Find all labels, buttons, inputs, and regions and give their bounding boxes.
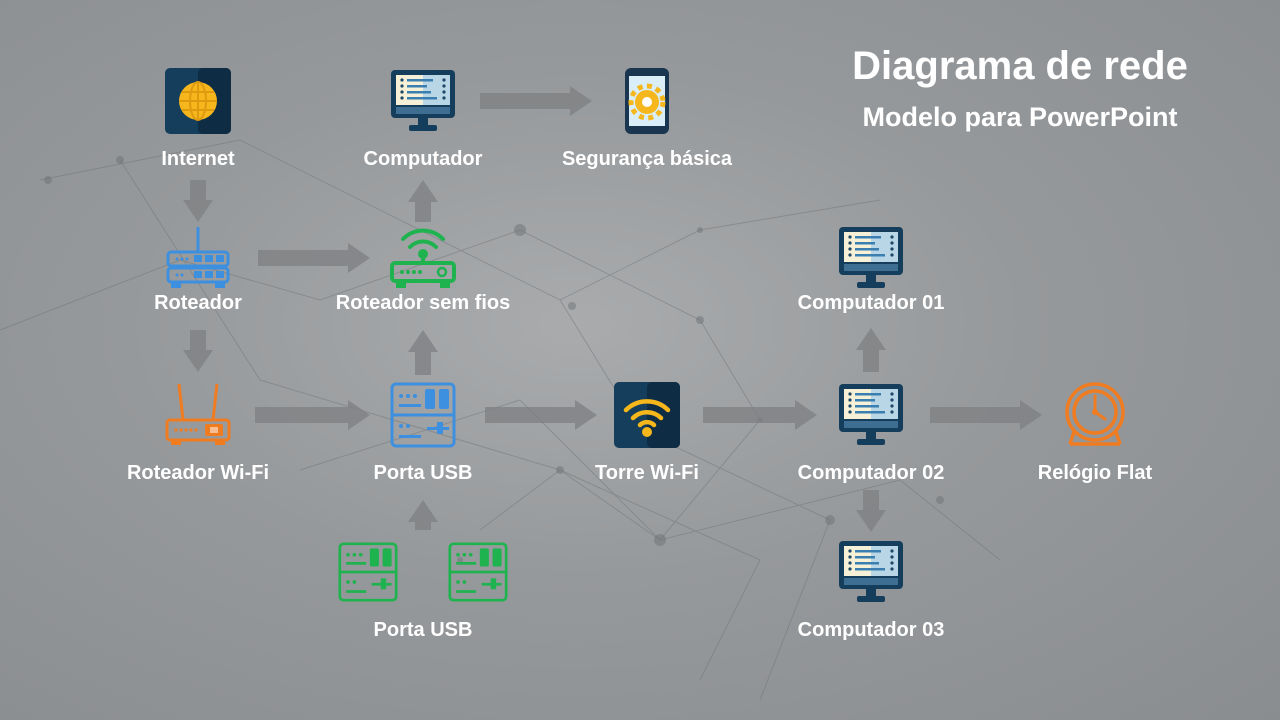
node-seguranca: Segurança básica (537, 68, 757, 170)
clock-icon (985, 382, 1205, 448)
node-label: Porta USB (373, 462, 473, 484)
node-porta-usb: Porta USB (313, 382, 533, 484)
node-label: Segurança básica (561, 148, 733, 170)
monitor-icon (313, 68, 533, 134)
node-roteador-sem-fios: Roteador sem fios (313, 225, 533, 314)
arrow-roteador-to-roteador-sem-fios (258, 243, 370, 273)
node-label: Roteador (154, 292, 242, 314)
arrow-computador-02-to-computador-01 (856, 328, 886, 372)
monitor-icon (761, 225, 981, 291)
node-label: Computador 03 (797, 619, 945, 641)
node-label: Computador 02 (797, 462, 945, 484)
monitor-icon (761, 382, 981, 448)
node-relogio-flat: Relógio Flat (985, 382, 1205, 484)
page-title: Diagrama de rede (852, 44, 1188, 88)
wifi-router-icon (88, 382, 308, 448)
wifi-tower-icon (537, 382, 757, 448)
phone-gear-icon (537, 68, 757, 134)
double-usb-port-icon (313, 539, 533, 605)
node-roteador-wifi: Roteador Wi-Fi (88, 382, 308, 484)
page-subtitle: Modelo para PowerPoint (862, 102, 1178, 132)
node-computador-01: Computador 01 (761, 225, 981, 314)
arrow-computador-02-to-computador-03 (856, 490, 886, 532)
arrow-roteador-sem-fios-to-computador (408, 180, 438, 222)
arrow-internet-to-roteador (183, 180, 213, 222)
node-label: Torre Wi-Fi (595, 462, 699, 484)
usb-port-icon (313, 382, 533, 448)
node-label: Roteador sem fios (335, 292, 511, 314)
router-icon (88, 225, 308, 291)
node-label: Internet (161, 148, 235, 170)
node-label: Roteador Wi-Fi (126, 462, 270, 484)
arrow-roteador-to-roteador-wifi (183, 330, 213, 372)
arrow-roteador-wifi-to-porta-usb (255, 400, 370, 430)
globe-icon (88, 68, 308, 134)
arrow-porta-usb-to-roteador-sem-fios (408, 330, 438, 375)
arrow-torre-wifi-to-computador-02 (703, 400, 817, 430)
node-label: Relógio Flat (1037, 462, 1153, 484)
node-label: Computador (363, 148, 483, 170)
node-label: Computador 01 (797, 292, 945, 314)
node-computador-02: Computador 02 (761, 382, 981, 484)
node-computador: Computador (313, 68, 533, 170)
node-torre-wifi: Torre Wi-Fi (537, 382, 757, 484)
node-roteador: Roteador (88, 225, 308, 314)
wireless-router-icon (313, 225, 533, 291)
arrow-computador-to-seguranca (480, 86, 592, 116)
arrow-computador-02-to-relogio (930, 400, 1042, 430)
arrow-porta-usb-to-torre-wifi (485, 400, 597, 430)
arrow-porta-usb-2-to-porta-usb (408, 500, 438, 530)
node-label: Porta USB (373, 619, 473, 641)
node-internet: Internet (88, 68, 308, 170)
node-computador-03: Computador 03 (761, 539, 981, 641)
monitor-icon (761, 539, 981, 605)
node-porta-usb-2: Porta USB (313, 539, 533, 641)
